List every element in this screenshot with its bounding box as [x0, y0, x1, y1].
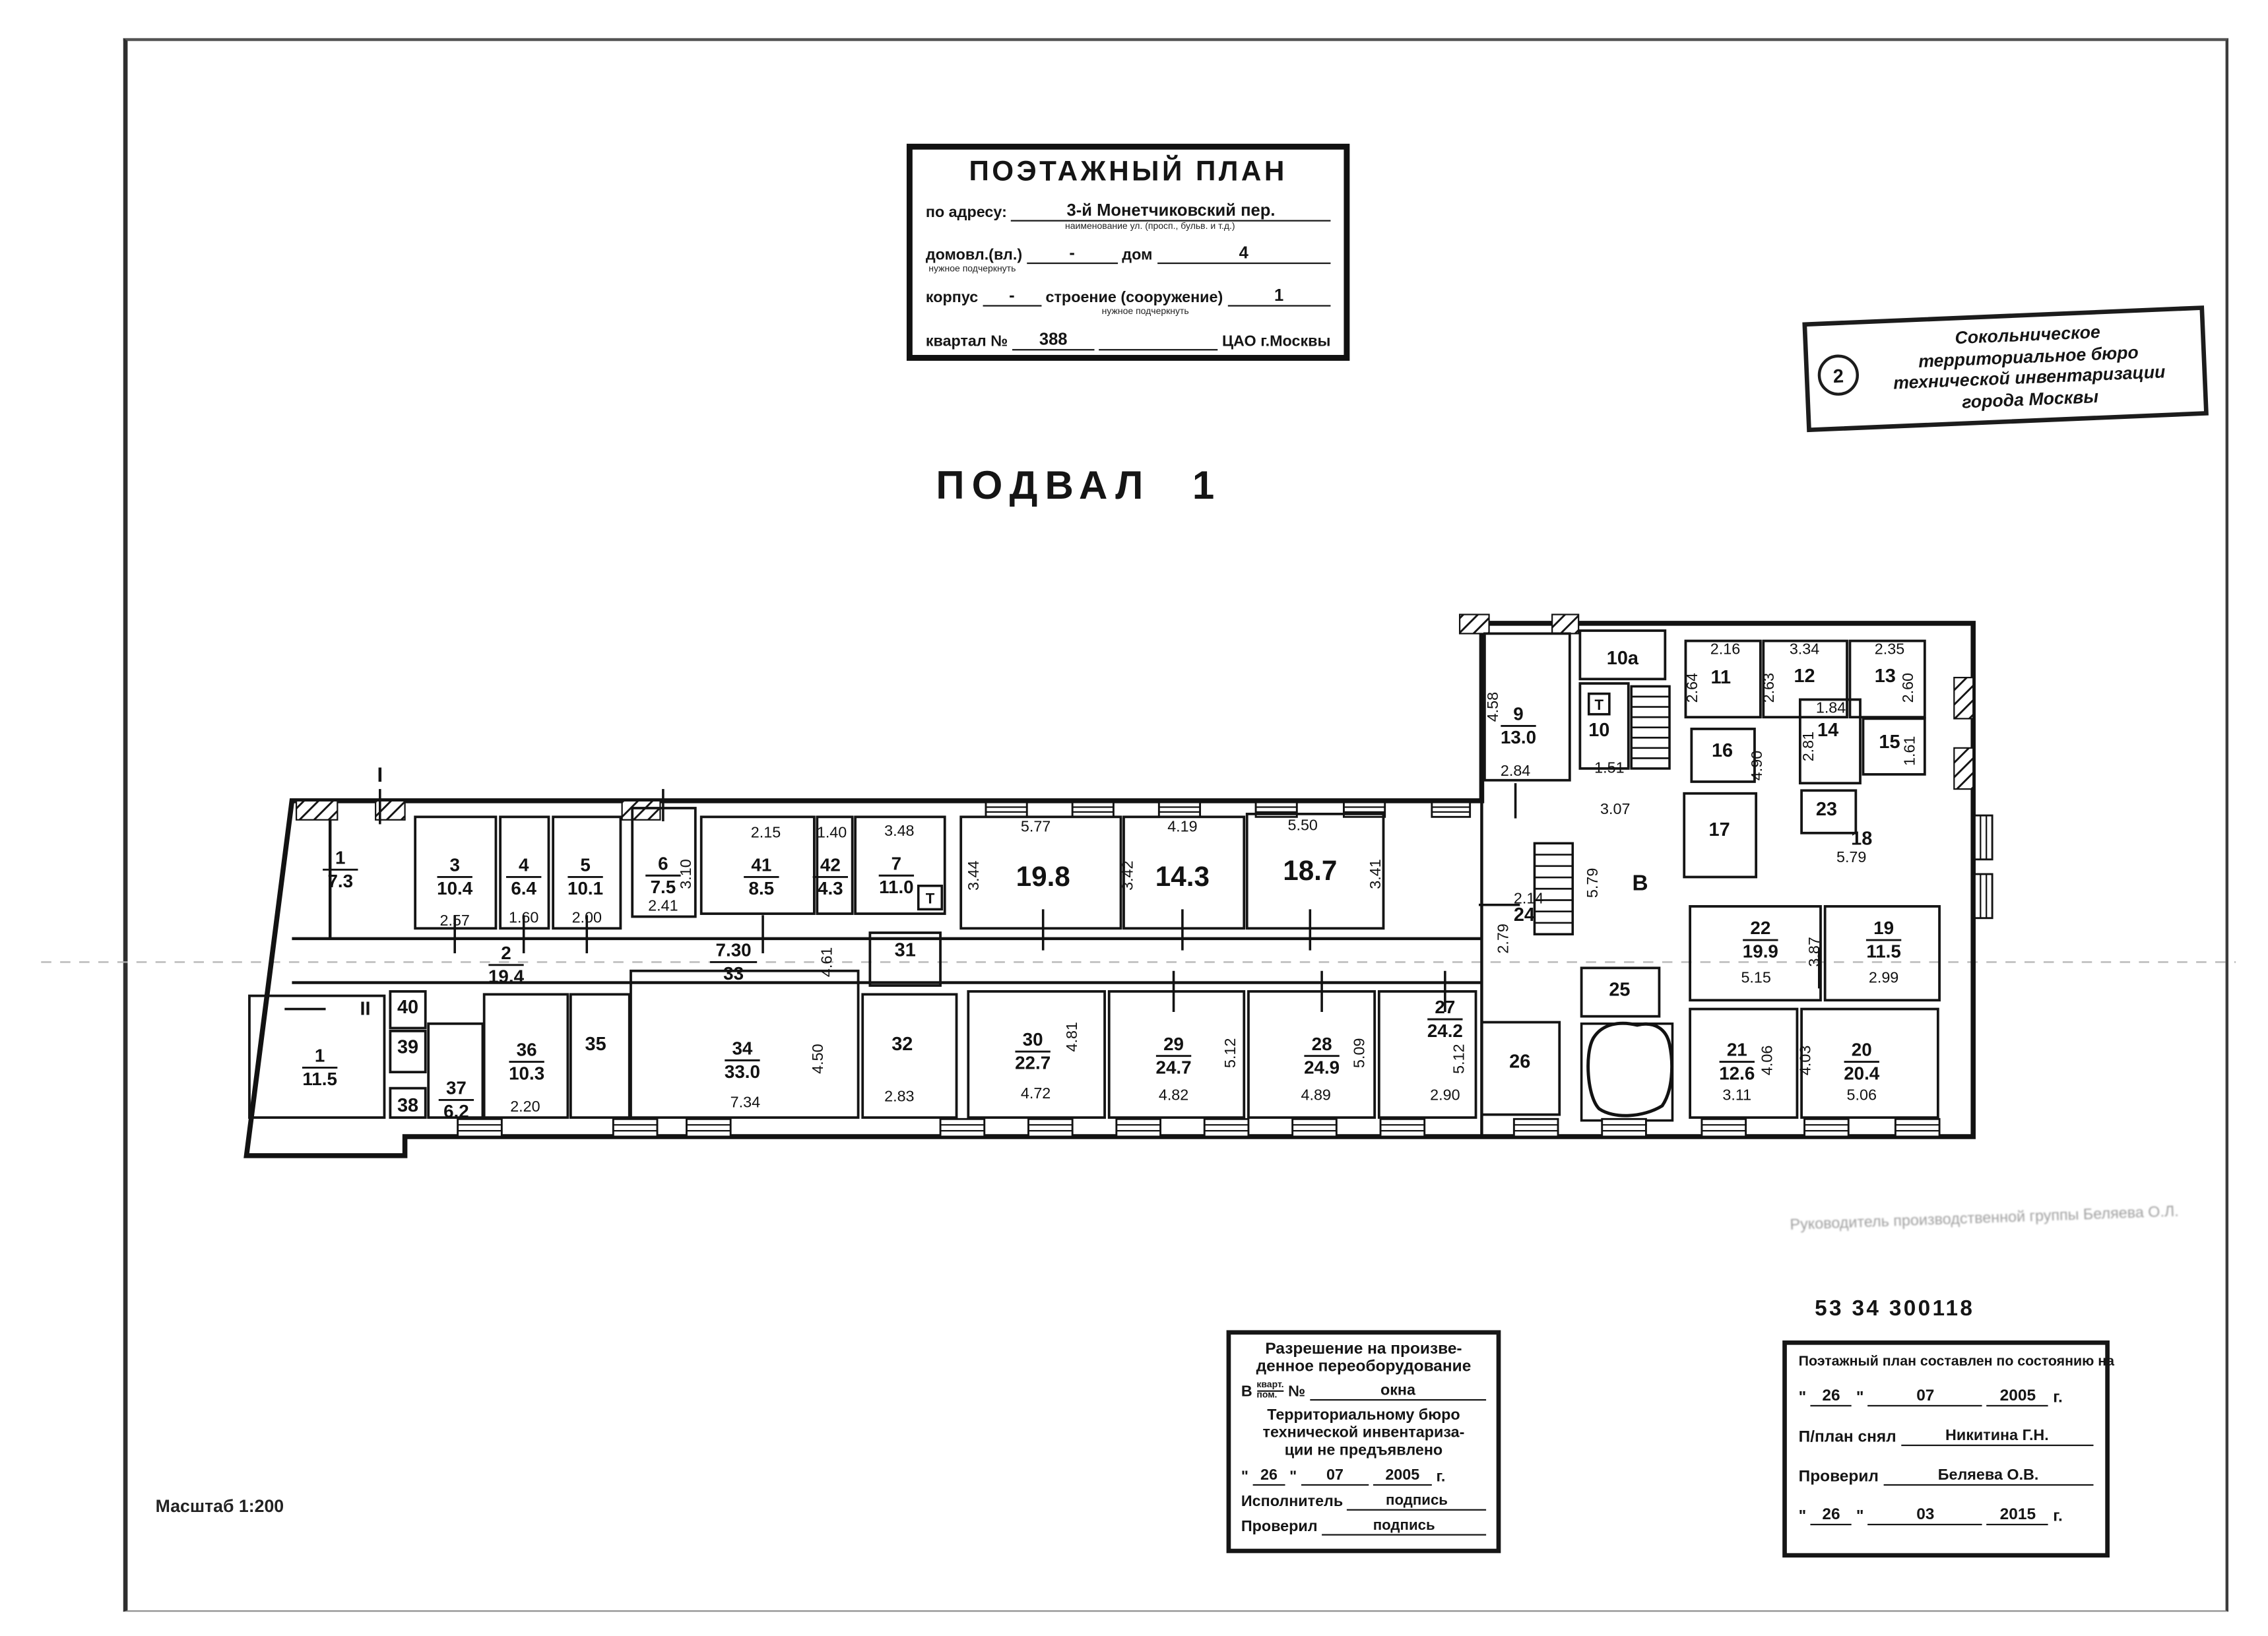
address-caption: наименование ул. (просп., бульв. и т.д.): [1065, 221, 1235, 232]
floor-title: ПОДВАЛ 1: [936, 463, 1222, 508]
stamp-text: Сокольническое территориальное бюро техн…: [1863, 318, 2195, 418]
perm-checked-value: подпись: [1322, 1519, 1487, 1536]
stroenie-label: строение (сооружение): [1045, 288, 1223, 307]
in-label: В: [1241, 1383, 1252, 1401]
bureau-stamp: 2 Сокольническое территориальное бюро те…: [1802, 305, 2209, 432]
house-value: 4: [1157, 245, 1331, 265]
quote-mark: ": [1289, 1468, 1297, 1487]
ownership-value: -: [1026, 245, 1118, 265]
kvartal-label: квартал №: [925, 332, 1008, 351]
korpus-value: -: [982, 288, 1041, 307]
form-title: ПОЭТАЖНЫЙ ПЛАН: [969, 156, 1287, 188]
pom-label: пом.: [1256, 1390, 1278, 1400]
permission-day: 26: [1252, 1467, 1285, 1487]
year-suffix: г.: [1436, 1468, 1446, 1487]
scan-page-border: [123, 38, 2229, 1612]
permission-body-line1: Территориальному бюро: [1267, 1406, 1460, 1425]
ownership-caption: нужное подчеркнуть: [928, 264, 1016, 274]
perm-checked-label: Проверил: [1241, 1518, 1318, 1536]
stamp-number: 2: [1817, 354, 1860, 397]
status-month2: 03: [1868, 1506, 1983, 1526]
kvart-pom-fraction: кварт. пом.: [1256, 1380, 1284, 1400]
status-checked-label: Проверил: [1798, 1468, 1879, 1486]
status-year2: 2015: [1987, 1506, 2049, 1526]
status-box: Поэтажный план составлен по состоянию на…: [1782, 1340, 2114, 1558]
num-value: окна: [1309, 1382, 1487, 1401]
status-day1: 26: [1810, 1387, 1852, 1407]
scale-note: Масштаб 1:200: [155, 1495, 284, 1517]
inventory-number: 53 34 300118: [1815, 1296, 1975, 1322]
taken-label: П/план снял: [1798, 1428, 1896, 1447]
permission-title-line1: Разрешение на произве-: [1265, 1340, 1462, 1358]
address-label: по адресу:: [925, 204, 1007, 222]
house-label: дом: [1122, 246, 1153, 265]
executor-value: подпись: [1347, 1494, 1487, 1511]
stroenie-caption: нужное подчеркнуть: [1101, 306, 1189, 317]
taken-value: Никитина Г.Н.: [1900, 1427, 2094, 1447]
permission-body-line2: технической инвентариза-: [1262, 1424, 1465, 1443]
ownership-label: домовл.(вл.): [925, 246, 1023, 265]
quote-mark: ": [1798, 1389, 1807, 1407]
status-header: Поэтажный план составлен по состоянию на: [1798, 1354, 2114, 1370]
status-checked-value: Беляева О.В.: [1883, 1466, 2094, 1486]
suffix2: г.: [2053, 1507, 2063, 1526]
status-day2: 26: [1810, 1506, 1852, 1526]
quote-mark: ": [1856, 1389, 1864, 1407]
permission-body-line3: ции не предъявлено: [1284, 1442, 1443, 1460]
permission-box: Разрешение на произве- денное переоборуд…: [1226, 1330, 1501, 1554]
status-year1: 2005: [1987, 1387, 2049, 1407]
executor-label: Исполнитель: [1241, 1494, 1344, 1511]
title-block: ПОЭТАЖНЫЙ ПЛАН по адресу: 3-й Монетчиков…: [906, 143, 1350, 361]
permission-title-line2: денное переоборудование: [1256, 1358, 1472, 1377]
quote-mark: ": [1798, 1507, 1807, 1526]
permission-year: 2005: [1373, 1467, 1432, 1487]
num-label: №: [1288, 1383, 1306, 1401]
district-label: ЦАО г.Москвы: [1221, 332, 1331, 351]
suffix1: г.: [2053, 1389, 2063, 1407]
korpus-label: корпус: [925, 288, 979, 307]
permission-month: 07: [1301, 1467, 1369, 1487]
address-value: 3-й Монетчиковский пер.: [1011, 203, 1331, 222]
kvart-label: кварт.: [1256, 1380, 1284, 1392]
status-month1: 07: [1868, 1387, 1983, 1407]
quote-mark: ": [1856, 1507, 1864, 1526]
kvartal-value: 388: [1012, 331, 1095, 351]
quote-mark: ": [1241, 1468, 1248, 1487]
stroenie-value: 1: [1227, 288, 1331, 307]
